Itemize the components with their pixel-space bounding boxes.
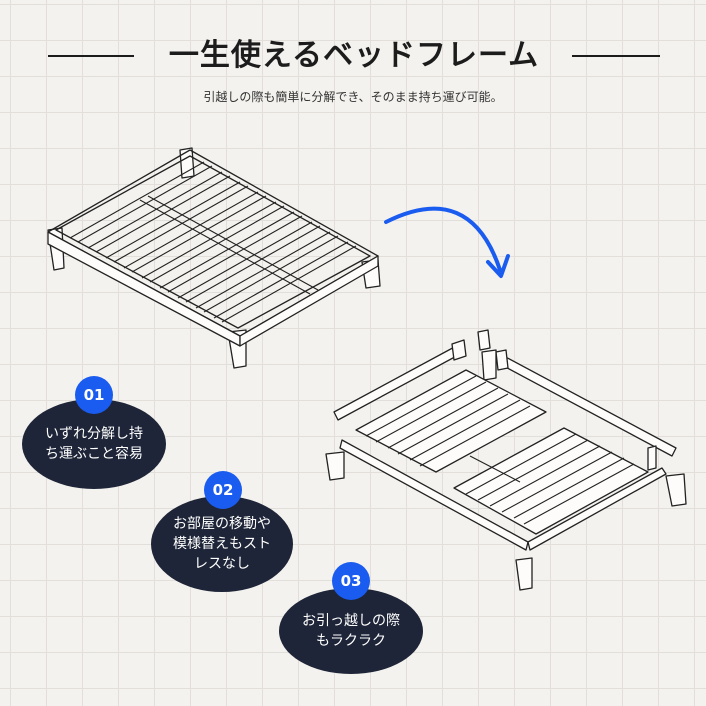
title-row: 一生使えるベッドフレーム — [0, 34, 706, 78]
feature-badge-2: お部屋の移動や 模様替えもスト レスなし — [151, 496, 293, 592]
feature-badge-1: いずれ分解し持 ち運ぶこと容易 — [22, 399, 166, 489]
feature-badge-3: お引っ越しの際 もラクラク — [279, 588, 423, 674]
feature-number-3: 03 — [332, 562, 370, 600]
page-title: 一生使えるベッドフレーム — [168, 38, 540, 73]
blue-arrow-illustration — [384, 206, 510, 278]
feature-text-1: いずれ分解し持 ち運ぶこと容易 — [45, 426, 143, 462]
feature-number-2: 02 — [204, 471, 242, 509]
feature-text-2: お部屋の移動や 模様替えもスト レスなし — [173, 516, 271, 572]
title-rule-right — [572, 55, 660, 57]
page-subtitle: 引越しの際も簡単に分解でき、そのまま持ち運び可能。 — [203, 90, 503, 104]
title-rule-left — [48, 55, 134, 57]
assembled-bed-illustration — [47, 147, 381, 369]
feature-number-1: 01 — [75, 376, 113, 414]
disassembled-bed-illustration — [325, 329, 687, 591]
feature-text-3: お引っ越しの際 もラクラク — [302, 613, 400, 649]
